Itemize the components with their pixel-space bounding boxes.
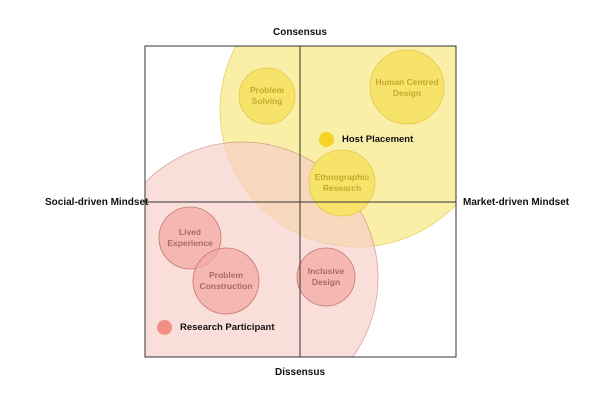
axis-label-top: Consensus: [273, 27, 327, 38]
research-participant-legend-label: Research Participant: [180, 322, 275, 333]
host-placement-swatch: [319, 132, 334, 147]
ethnographic-research-bubble: [308, 149, 376, 217]
inclusive-design-bubble: [296, 247, 356, 307]
legend-research-participant: Research Participant: [157, 320, 275, 335]
human-centred-design-bubble: [369, 49, 445, 125]
legend-host-placement: Host Placement: [319, 132, 413, 147]
problem-construction-bubble: [192, 247, 260, 315]
problem-solving-bubble: [238, 67, 296, 125]
ethnographic-research-label: Ethnographic Research: [314, 172, 370, 193]
axis-label-bottom: Dissensus: [274, 367, 326, 378]
inclusive-design-label: Inclusive Design: [307, 266, 345, 287]
lived-experience-bubble: [158, 206, 222, 270]
axis-label-left: Social-driven Mindset: [45, 197, 149, 208]
problem-solving-label: Problem Solving: [249, 85, 285, 106]
lived-experience-label: Lived Experience: [167, 227, 213, 248]
axis-label-right: Market-driven Mindset: [463, 197, 570, 208]
host-placement-legend-label: Host Placement: [342, 134, 414, 145]
problem-construction-label: Problem Construction: [199, 270, 253, 291]
human-centred-design-label: Human Centred Design: [375, 77, 439, 98]
research-participant-swatch: [157, 320, 172, 335]
